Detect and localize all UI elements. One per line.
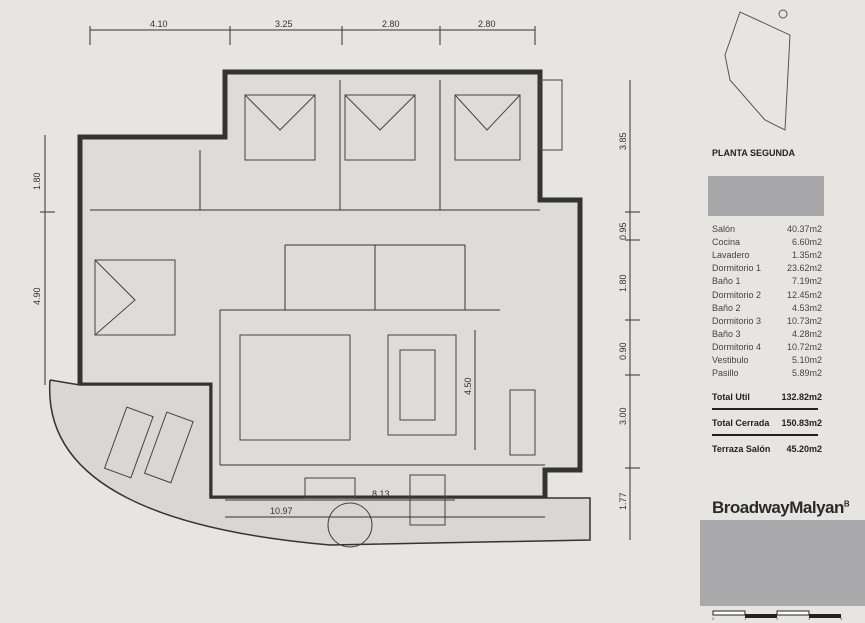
room-label: Baño 3 xyxy=(712,328,741,339)
room-area: 4.53m2 xyxy=(791,302,822,313)
legend-row: Pasillo 5.89m2 xyxy=(712,368,822,378)
room-label: Lavadero xyxy=(712,250,750,261)
room-area: 5.89m2 xyxy=(791,368,822,379)
room-label: Total Cerrada xyxy=(712,418,770,428)
room-label: Total Util xyxy=(712,392,750,402)
legend-row: Dormitorio 3 10.73m2 xyxy=(712,316,822,326)
legend-row: Terraza Salón 45.20m2 xyxy=(712,444,822,454)
room-area: 23.62m2 xyxy=(786,263,822,274)
room-area: 10.72m2 xyxy=(786,341,822,352)
dim-inner-1: 4.50 xyxy=(463,377,473,395)
room-label: Dormitorio 1 xyxy=(712,263,762,274)
room-area: 10.73m2 xyxy=(786,315,822,326)
brand-logo: BroadwayMalyanB xyxy=(712,498,850,518)
legend-row: Total Util 132.82m2 xyxy=(712,392,822,402)
room-area: 5.10m2 xyxy=(791,355,822,365)
dim-inner-2: 8.13 xyxy=(372,489,390,499)
room-area: 4.28m2 xyxy=(791,328,822,339)
dim-top-3: 2.80 xyxy=(382,19,400,29)
legend-row: Baño 3 4.28m2 xyxy=(712,329,822,339)
legend-row: Dormitorio 4 10.72m2 xyxy=(712,342,822,352)
dim-left-1: 1.80 xyxy=(32,172,42,190)
room-label: Cocina xyxy=(712,237,741,248)
room-area: 45.20m2 xyxy=(786,444,822,454)
dim-inner-3: 10.97 xyxy=(270,506,293,516)
room-area: 132.82m2 xyxy=(781,392,822,402)
room-area: 6.60m2 xyxy=(791,237,822,248)
rule-2 xyxy=(712,434,818,436)
room-area: 150.83m2 xyxy=(781,418,822,428)
dim-right-5: 3.00 xyxy=(618,407,628,425)
site-key-plan xyxy=(724,9,791,131)
room-label: Salón xyxy=(712,224,736,234)
legend-row: Baño 1 7.19m2 xyxy=(712,276,822,286)
scale-tick: 0 xyxy=(712,616,715,621)
scale-tick: 3 xyxy=(808,616,811,621)
room-label: Pasillo xyxy=(712,368,739,379)
dim-right-1: 3.85 xyxy=(618,132,628,150)
dim-top-1: 4.10 xyxy=(150,19,168,29)
room-label: Baño 2 xyxy=(712,302,741,313)
legend-row: Total Cerrada 150.83m2 xyxy=(712,418,822,428)
legend-row: Vestibulo 5.10m2 xyxy=(712,355,822,365)
room-label: Vestibulo xyxy=(712,355,749,365)
scale-tick: 4 xyxy=(840,616,843,621)
inner-dimension-lines xyxy=(225,330,545,518)
redacted-box-2 xyxy=(700,520,865,606)
room-label: Baño 1 xyxy=(712,276,741,287)
legend-row: Baño 2 4.53m2 xyxy=(712,303,822,313)
legend-row: Dormitorio 2 12.45m2 xyxy=(712,290,822,300)
dim-right-2: 0.95 xyxy=(618,222,628,240)
dim-top-2: 3.25 xyxy=(275,19,293,29)
legend-row: Cocina 6.60m2 xyxy=(712,237,822,247)
room-area: 12.45m2 xyxy=(786,289,822,300)
room-area: 1.35m2 xyxy=(791,250,822,261)
scale-bar xyxy=(712,610,841,618)
brand-name: BroadwayMalyan xyxy=(712,498,844,517)
legend-row: Salón 40.37m2 xyxy=(712,224,822,234)
legend-row: Lavadero 1.35m2 xyxy=(712,250,822,260)
scale-tick: 1 xyxy=(744,616,747,621)
rule-1 xyxy=(712,408,818,410)
dimension-labels: 4.10 3.25 2.80 2.80 1.80 4.90 3.85 0.95 … xyxy=(32,19,628,516)
plan-title: PLANTA SEGUNDA xyxy=(712,148,795,158)
room-area: 7.19m2 xyxy=(791,276,822,287)
dim-right-4: 0.90 xyxy=(618,342,628,360)
legend-row: Dormitorio 1 23.62m2 xyxy=(712,263,822,273)
room-area: 40.37m2 xyxy=(786,224,822,234)
scale-tick: 2 xyxy=(776,616,779,621)
room-label: Dormitorio 2 xyxy=(712,289,762,300)
furniture xyxy=(94,79,563,548)
dim-top-4: 2.80 xyxy=(478,19,496,29)
dim-left-2: 4.90 xyxy=(32,287,42,305)
dimension-lines xyxy=(40,26,640,540)
walls xyxy=(49,69,591,546)
dim-right-3: 1.80 xyxy=(618,274,628,292)
room-label: Dormitorio 4 xyxy=(712,341,762,352)
brand-suffix: B xyxy=(843,499,850,509)
room-label: Terraza Salón xyxy=(712,444,771,454)
dim-right-6: 1.77 xyxy=(618,492,628,510)
redacted-box xyxy=(708,176,824,216)
room-label: Dormitorio 3 xyxy=(712,315,762,326)
